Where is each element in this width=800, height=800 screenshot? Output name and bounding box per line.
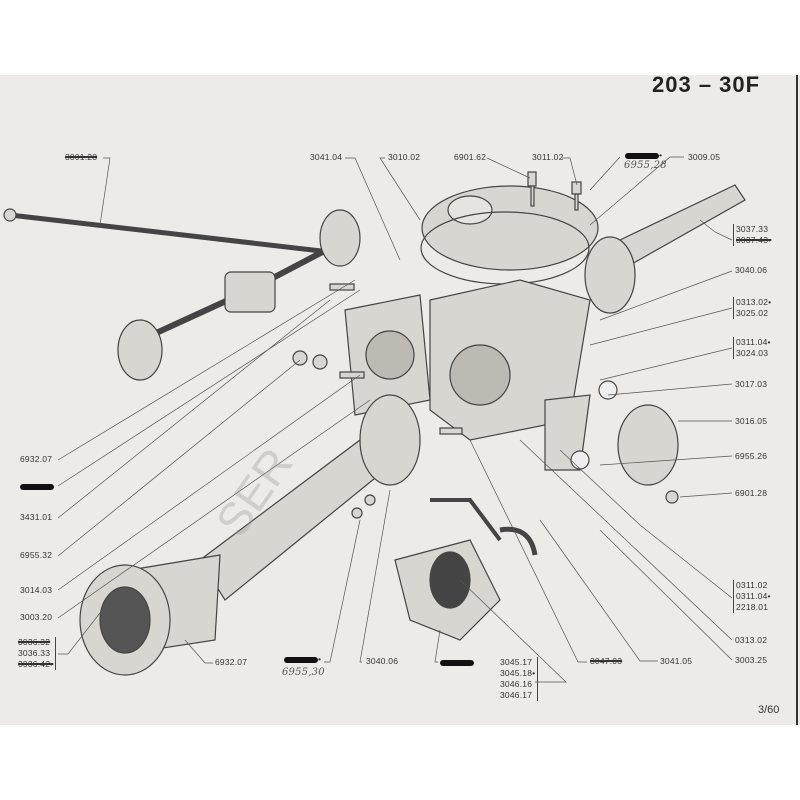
part-label: 3001.28 <box>65 152 98 162</box>
part-label: 3011.02 <box>532 152 564 162</box>
part-label-group: 3045.17 3045.18• 3046.16 3046.17 <box>500 657 539 701</box>
part-label: 3017.03 <box>735 379 768 389</box>
redacted-label: • <box>625 150 662 161</box>
part-label: 3016.05 <box>735 416 768 426</box>
part-label: 3046.16 <box>500 679 533 689</box>
part-label: 3047.03 <box>590 656 623 666</box>
part-label: 2218.01 <box>736 602 769 612</box>
part-label: 3040.06 <box>735 265 768 275</box>
part-label-group: 0313.02• 3025.02 <box>733 297 771 319</box>
redacted-label <box>440 657 474 668</box>
part-label: 3045.17 <box>500 657 533 667</box>
part-label: 6901.62 <box>454 152 487 162</box>
part-label: 3046.17 <box>500 690 533 700</box>
part-label: 3036.32 <box>18 637 51 647</box>
page-number: 3/60 <box>758 704 780 716</box>
part-label: 3037.33 <box>736 224 769 234</box>
part-label: 0313.02 <box>735 635 768 645</box>
part-label-group: 0311.04• 3024.03 <box>733 337 771 359</box>
bearing-assembly <box>394 498 538 641</box>
part-label: 6955.32 <box>20 550 53 560</box>
part-label: 3003.25 <box>735 655 768 665</box>
part-label: 3041.04 <box>310 152 343 162</box>
part-label-group: 3037.33 3037.43• <box>733 224 771 246</box>
part-label: 0311.04• <box>736 337 771 347</box>
part-label: 6955.26 <box>735 451 768 461</box>
part-label: 3036.33 <box>18 648 51 658</box>
redacted-label: • <box>284 654 321 665</box>
differential-cover <box>420 185 599 285</box>
page-title: 203 – 30F <box>652 72 761 97</box>
part-label: 3025.02 <box>736 308 769 318</box>
redacted-label <box>20 481 54 492</box>
part-label: 3014.03 <box>20 585 53 595</box>
part-label: 3040.06 <box>366 656 399 666</box>
part-label: 6901.28 <box>735 488 768 498</box>
part-label: 3024.03 <box>736 348 769 358</box>
part-label: 3036.42• <box>18 659 54 669</box>
part-label: 3010.02 <box>388 152 421 162</box>
small-parts <box>292 283 463 519</box>
page-border <box>796 75 798 725</box>
rear-axle-overview <box>3 208 361 381</box>
part-label: 3037.43• <box>736 235 772 245</box>
handwritten-label: 6955,28 <box>624 160 667 171</box>
part-label: 3431.01 <box>20 512 53 522</box>
part-label-group: 0311.02 0311.04• 2218.01 <box>733 580 771 613</box>
right-axle-tube <box>584 184 746 314</box>
part-label: 3009.05 <box>688 152 721 162</box>
part-label: 3045.18• <box>500 668 536 678</box>
part-label: 3041.05 <box>660 656 693 666</box>
part-label: 6932.07 <box>215 657 248 667</box>
part-label: 0311.02 <box>736 580 768 590</box>
part-label: 3003.20 <box>20 612 53 622</box>
part-label: 6932.07 <box>20 454 53 464</box>
part-label: 0311.04• <box>736 591 771 601</box>
leader-lines <box>57 156 733 683</box>
left-axle-tube <box>79 394 421 676</box>
part-label: 0313.02• <box>736 297 772 307</box>
part-label-group: 3036.32 3036.33 3036.42• <box>18 637 57 670</box>
side-cover <box>544 380 679 504</box>
handwritten-label: 6955,30 <box>282 667 325 678</box>
